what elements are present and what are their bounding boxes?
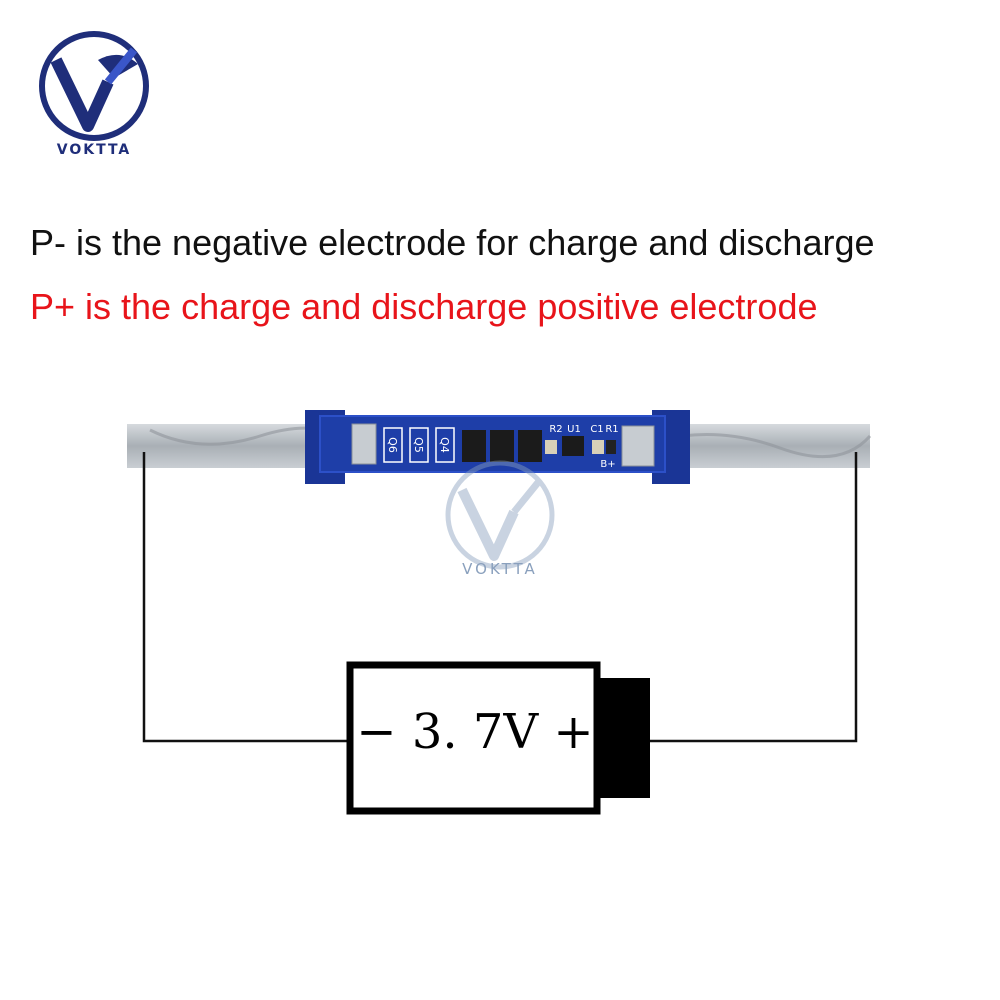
pcb-label-q4: Q4: [438, 437, 451, 453]
pcb-label-c1: C1: [590, 424, 603, 435]
battery-symbol: [346, 661, 650, 815]
watermark-text: VOKTTA: [462, 560, 538, 578]
pcb-label-q6: Q6: [386, 437, 399, 453]
battery-voltage-label: − 3. 7V +: [356, 704, 594, 760]
pcb-label-u1: U1: [567, 424, 581, 435]
wiring-diagram: Q6 Q5 Q4 R2 U1 C1 R1 B+: [127, 410, 872, 815]
pcb-label-q5: Q5: [412, 437, 425, 453]
pcb-label-b-plus: B+: [600, 459, 615, 470]
wire-positive: [650, 452, 858, 743]
logo-text: VOKTTA: [56, 142, 132, 158]
wire-negative: [142, 452, 350, 743]
logo-emblem-icon: [39, 31, 149, 141]
negative-electrode-caption: P- is the negative electrode for charge …: [30, 222, 875, 263]
pcb-label-r2: R2: [549, 424, 562, 435]
watermark-emblem-icon: [445, 460, 555, 570]
pcb-label-r1: R1: [605, 424, 618, 435]
positive-electrode-caption: P+ is the charge and discharge positive …: [30, 286, 818, 327]
brand-logo: VOKTTA: [38, 30, 150, 165]
protection-pcb: Q6 Q5 Q4 R2 U1 C1 R1 B+: [305, 410, 690, 484]
